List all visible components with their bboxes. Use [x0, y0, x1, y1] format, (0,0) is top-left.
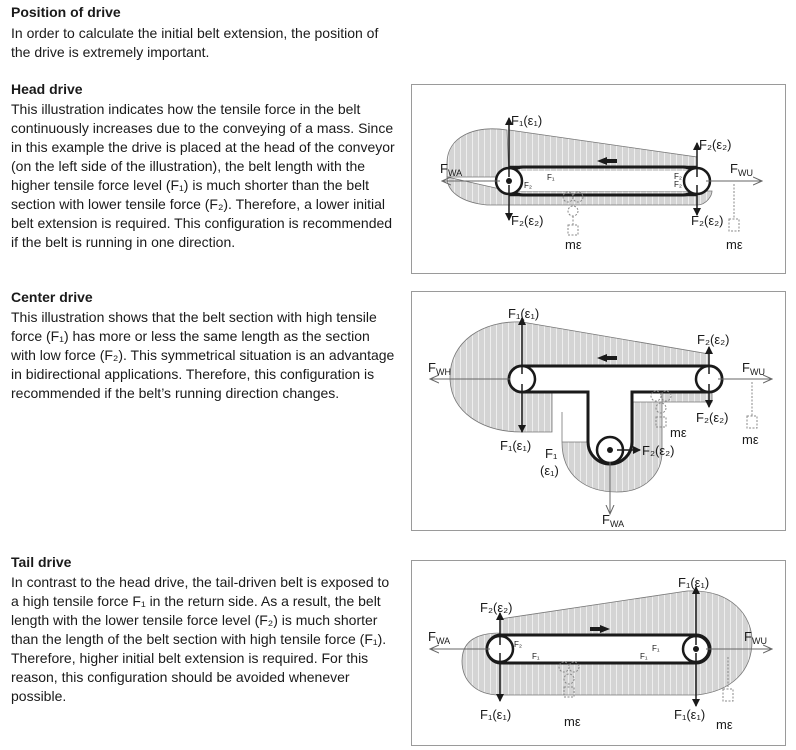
direction-arrow [597, 157, 617, 165]
center-drive-title: Center drive [11, 289, 93, 305]
center-f2e2-lower-label: F₂(ε₂) [696, 410, 729, 425]
tail-fwu-label: FWU [744, 629, 767, 646]
head-drive-diagram: F₁(ε₁) F₂(ε₂) F₂(ε₂) F₂(ε₂) FWA FWU F₁ F… [411, 84, 786, 274]
head-me-right-label: mε [726, 237, 743, 252]
head-f2e2-bottom-label: F₂(ε₂) [691, 213, 724, 228]
center-f1-drive-label: F₁ [545, 446, 558, 461]
tail-me-left-label: mε [564, 714, 581, 729]
head-fwu-label: FWU [730, 161, 753, 178]
head-me-left-label: mε [565, 237, 582, 252]
center-f1e1-left-label: F₁(ε₁) [500, 438, 531, 453]
center-fwu-label: FWU [742, 360, 765, 377]
center-drive-diagram: F₁(ε₁) F₁(ε₁) F₂(ε₂) F₂(ε₂) F₂(ε₂) F₁ (ε… [411, 291, 786, 531]
tail-drive-text: In contrast to the head drive, the tail-… [11, 574, 390, 704]
tail-me-right-label: mε [716, 717, 733, 732]
tail-fwa-label: FWA [428, 629, 450, 646]
tension-envelope-upper [508, 129, 698, 178]
tail-f1-small-left-label: F₁ [532, 652, 540, 661]
head-f2e2-right-label: F₂(ε₂) [699, 137, 732, 152]
tail-f1e1-bottom-right-label: F₁(ε₁) [674, 707, 705, 722]
tail-direction-arrow [590, 625, 610, 633]
head-drive-text: This illustration indicates how the tens… [11, 101, 395, 250]
tail-f1-small-right2-label: F₁ [640, 652, 648, 661]
head-f2-right1-label: F₂ [674, 172, 682, 181]
head-f2e2-left-label: F₂(ε₂) [511, 213, 544, 228]
tail-drive-title: Tail drive [11, 554, 72, 570]
tail-weight-left [563, 686, 575, 698]
center-fwh-label: FWH [428, 360, 451, 377]
center-f1e1-top-label: F₁(ε₁) [508, 306, 539, 321]
tail-f2-small-label: F₂ [514, 640, 522, 649]
tail-f1-small-right1-label: F₁ [652, 644, 660, 653]
center-me-right-label: mε [742, 432, 759, 447]
tension-envelope-top [446, 128, 510, 178]
center-envelope-bottom [561, 391, 713, 493]
head-f2-small-label: F₂ [524, 181, 532, 190]
center-weight-left [655, 416, 667, 428]
tail-drive-diagram: F₂(ε₂) F₁(ε₁) F₁(ε₁) F₁(ε₁) FWA FWU F₂ F… [411, 560, 786, 746]
center-fwa-label: FWA [602, 512, 624, 529]
tail-f2e2-left-label: F₂(ε₂) [480, 600, 513, 615]
head-f1-small-label: F₁ [547, 173, 555, 182]
tail-weight-right [722, 688, 734, 702]
head-weight-left [567, 224, 579, 236]
tail-f1e1-bottom-left-label: F₁(ε₁) [480, 707, 511, 722]
head-f2-right2-label: F₂ [674, 180, 682, 189]
position-of-drive-title: Position of drive [11, 4, 121, 20]
center-drive-text: This illustration shows that the belt se… [11, 309, 395, 401]
tail-f1e1-top-label: F₁(ε₁) [678, 575, 709, 590]
center-e1-drive-label: (ε₁) [540, 463, 559, 478]
center-me-left-label: mε [670, 425, 687, 440]
head-weight-right [728, 218, 740, 232]
center-direction-arrow [597, 354, 617, 362]
head-drive-title: Head drive [11, 81, 83, 97]
head-f1e1-label: F₁(ε₁) [511, 113, 542, 128]
center-f2e2-drive-label: F₂(ε₂) [642, 443, 675, 458]
position-of-drive-text: In order to calculate the initial belt e… [11, 25, 379, 60]
center-weight-right [746, 415, 758, 429]
head-fwa-label: FWA [440, 161, 462, 178]
center-f2e2-right-label: F₂(ε₂) [697, 332, 730, 347]
